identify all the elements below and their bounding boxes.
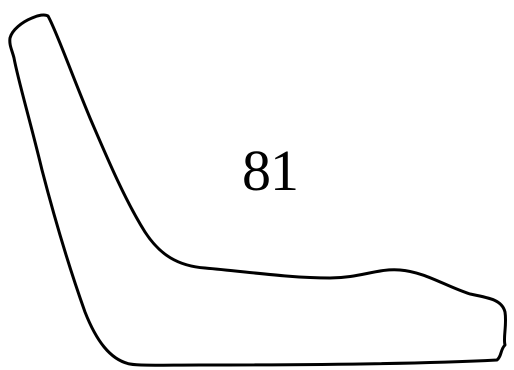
figure-label: 81 <box>242 138 299 203</box>
l-shaped-outline <box>8 13 508 367</box>
